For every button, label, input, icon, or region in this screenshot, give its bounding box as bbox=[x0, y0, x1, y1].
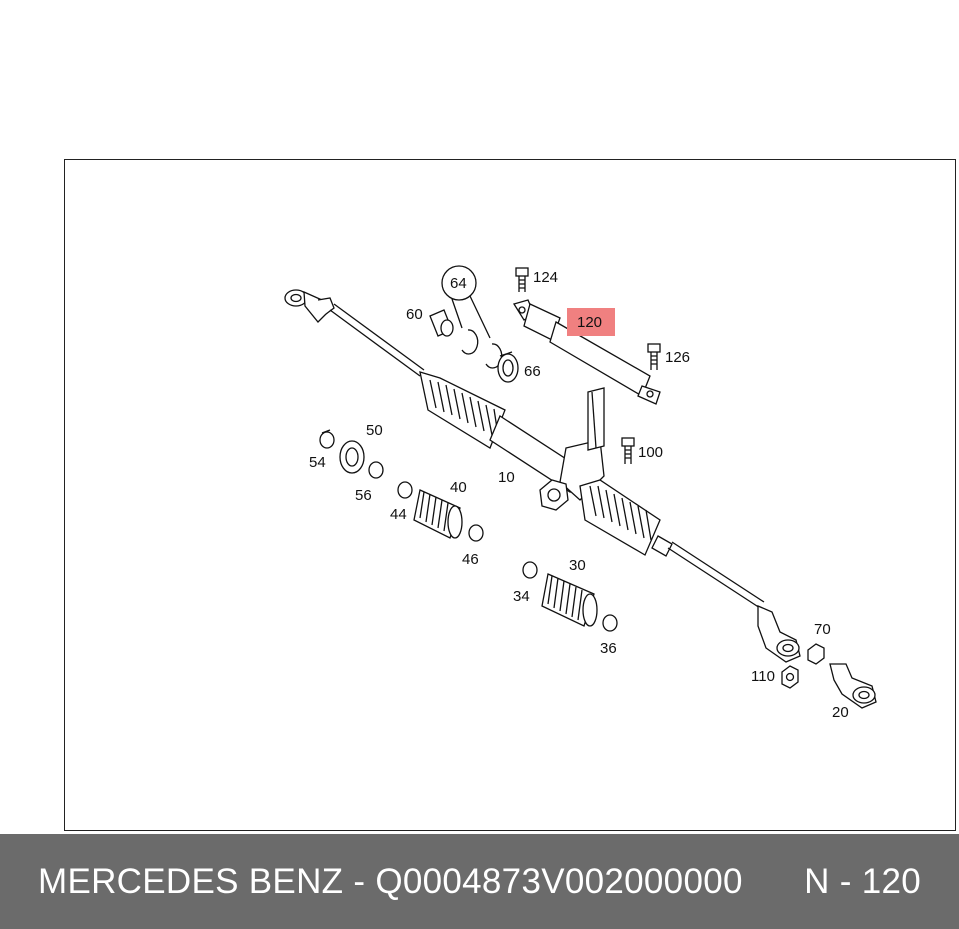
callout-34: 34 bbox=[513, 588, 530, 605]
rack-housing-tube bbox=[489, 415, 581, 493]
clamp-ring-46 bbox=[468, 524, 484, 542]
outer-tie-rod-end-20 bbox=[829, 663, 877, 709]
callout-126: 126 bbox=[665, 349, 690, 366]
hex-adjuster bbox=[539, 479, 569, 511]
callout-10: 10 bbox=[498, 469, 515, 486]
sleeve-60 bbox=[429, 309, 454, 337]
callout-124: 124 bbox=[533, 269, 558, 286]
callout-30: 30 bbox=[569, 557, 586, 574]
diagram-frame bbox=[64, 159, 956, 831]
left-tie-rod bbox=[329, 309, 421, 377]
left-tie-rod-end bbox=[284, 289, 335, 323]
steering-damper-120 bbox=[512, 299, 661, 405]
callout-20: 20 bbox=[832, 704, 849, 721]
circlip-64a bbox=[461, 329, 479, 355]
clamp-ring-56 bbox=[368, 461, 384, 479]
part-reference: N - 120 bbox=[804, 861, 921, 901]
callout-44: 44 bbox=[390, 506, 407, 523]
right-tie-rod bbox=[667, 547, 761, 609]
callout-110: 110 bbox=[751, 668, 775, 685]
callout-100: 100 bbox=[638, 444, 663, 461]
right-rack-boot bbox=[579, 479, 673, 557]
boot-40 bbox=[413, 489, 463, 539]
callout-50: 50 bbox=[366, 422, 383, 439]
highlight-box-120 bbox=[567, 308, 615, 336]
clamp-ring-34 bbox=[522, 561, 538, 579]
callout-64-leader bbox=[441, 265, 491, 339]
part-number-title: MERCEDES BENZ - Q0004873V002000000 bbox=[38, 861, 743, 901]
callout-70: 70 bbox=[814, 621, 831, 638]
bolt-126 bbox=[647, 343, 661, 370]
bolt-100 bbox=[621, 437, 635, 464]
callout-66: 66 bbox=[524, 363, 541, 380]
callout-40: 40 bbox=[450, 479, 467, 496]
callout-64: 64 bbox=[450, 275, 467, 292]
callout-60: 60 bbox=[406, 306, 423, 323]
spring-cap-66 bbox=[497, 351, 519, 383]
nut-70 bbox=[807, 643, 825, 665]
bushing-50 bbox=[339, 440, 365, 474]
callout-54: 54 bbox=[309, 454, 326, 471]
right-tie-rod-end bbox=[757, 605, 801, 663]
footer-bar: MERCEDES BENZ - Q0004873V002000000 N - 1… bbox=[0, 834, 959, 929]
callout-36: 36 bbox=[600, 640, 617, 657]
callout-46: 46 bbox=[462, 551, 479, 568]
clamp-ring-36 bbox=[602, 614, 618, 632]
clamp-ring-44 bbox=[397, 481, 413, 499]
bolt-124 bbox=[515, 267, 529, 292]
nut-110 bbox=[781, 665, 799, 689]
steering-rack-diagram: 64 124 60 120 126 66 50 100 54 10 56 40 … bbox=[284, 265, 877, 721]
boot-30 bbox=[541, 573, 598, 627]
pinion-housing bbox=[559, 387, 605, 501]
callout-120: 120 bbox=[577, 314, 602, 331]
callout-56: 56 bbox=[355, 487, 372, 504]
clamp-ring-54 bbox=[319, 429, 335, 449]
